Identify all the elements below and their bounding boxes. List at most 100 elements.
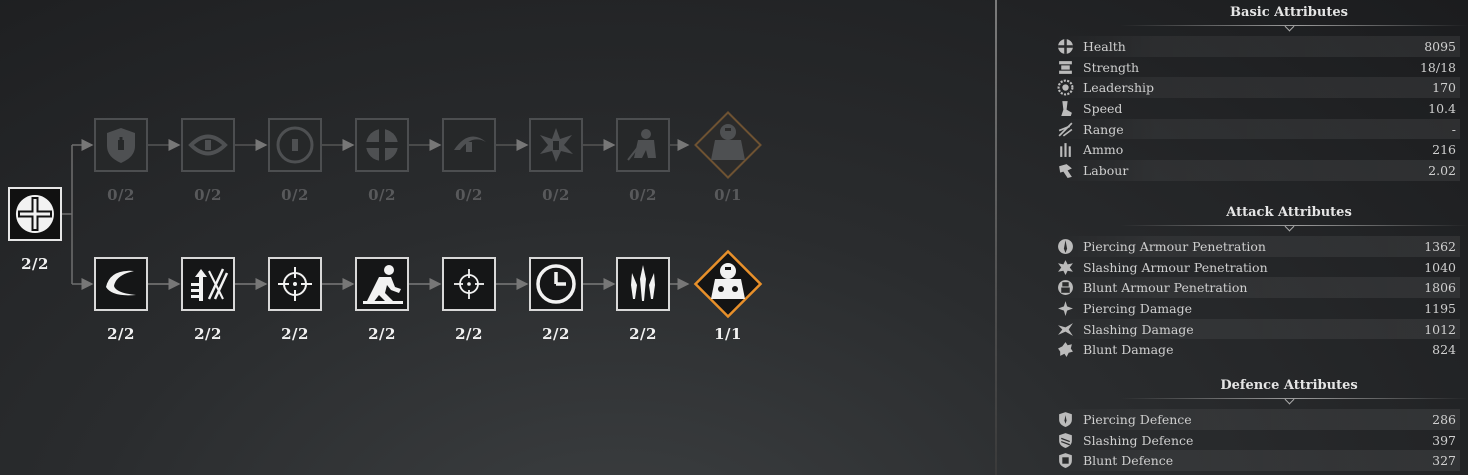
piercing-damage-icon: [1057, 300, 1074, 317]
panel-divider: [995, 0, 997, 475]
attr-label: Slashing Armour Penetration: [1083, 259, 1268, 275]
header-rule: [1120, 25, 1468, 26]
skill-node-top-6[interactable]: [529, 118, 583, 172]
attr-value: 216: [1432, 142, 1456, 158]
labour-icon: [1057, 162, 1074, 179]
attr-value: 10.4: [1428, 101, 1456, 117]
attr-row-range: Range -: [1055, 118, 1460, 140]
attr-row-labour: Labour 2.02: [1055, 160, 1460, 181]
blunt-penetration-icon: [1057, 279, 1074, 296]
defence-attributes-title: Defence Attributes: [1220, 378, 1358, 393]
skill-count-bottom-5: 2/2: [455, 325, 483, 343]
attr-label: Blunt Defence: [1083, 453, 1174, 469]
header-rule: [1120, 225, 1468, 226]
header-chevron: [1284, 394, 1295, 405]
attr-value: 2.02: [1428, 163, 1456, 179]
knight-ultimate-icon: [693, 249, 763, 319]
skill-node-top-3[interactable]: [268, 118, 322, 172]
attr-value: 8095: [1424, 39, 1456, 54]
basic-attributes-header: Basic Attributes: [1110, 2, 1468, 32]
swoosh-bottle-icon: [454, 136, 486, 152]
attr-row-slashing-damage: Slashing Damage 1012: [1055, 318, 1460, 340]
attr-value: 397: [1432, 432, 1456, 448]
skill-node-bottom-2[interactable]: [181, 257, 235, 311]
attr-label: Piercing Armour Penetration: [1083, 239, 1266, 254]
attr-label: Piercing Defence: [1083, 412, 1192, 427]
crosshair-icon: [278, 267, 312, 301]
attr-label: Ammo: [1083, 142, 1124, 158]
attr-label: Slashing Damage: [1083, 321, 1194, 337]
attr-row-piercing-penetration: Piercing Armour Penetration 1362: [1055, 236, 1460, 257]
attr-label: Slashing Defence: [1083, 432, 1194, 448]
skill-count-top-6: 0/2: [542, 186, 570, 204]
attr-row-blunt-damage: Blunt Damage 824: [1055, 339, 1460, 360]
skill-count-top-5: 0/2: [455, 186, 483, 204]
clock-bottle-icon: [276, 126, 314, 164]
skill-node-top-5[interactable]: [442, 118, 496, 172]
slashing-defence-icon: [1057, 432, 1074, 449]
skill-node-bottom-7[interactable]: [616, 257, 670, 311]
burst-bottle-icon: [540, 128, 573, 162]
attr-label: Strength: [1083, 59, 1140, 75]
skill-node-top-7[interactable]: [616, 118, 670, 172]
attr-row-strength: Strength 18/18: [1055, 57, 1460, 78]
skill-node-bottom-6[interactable]: [529, 257, 583, 311]
attack-attributes-title: Attack Attributes: [1226, 205, 1352, 220]
ammo-icon: [1057, 141, 1074, 158]
health-icon: [1057, 38, 1074, 55]
attr-row-slashing-defence: Slashing Defence 397: [1055, 430, 1460, 451]
blunt-damage-icon: [1057, 341, 1074, 358]
attr-value: 1040: [1424, 259, 1456, 275]
attr-row-piercing-defence: Piercing Defence 286: [1055, 409, 1460, 430]
attr-label: Piercing Damage: [1083, 301, 1192, 317]
attr-row-speed: Speed 10.4: [1055, 98, 1460, 119]
attr-value: 170: [1432, 80, 1456, 96]
skill-count-top-ultimate: 0/1: [714, 186, 742, 204]
skill-count-top-1: 0/2: [107, 186, 135, 204]
skill-node-top-2[interactable]: [181, 118, 235, 172]
piercing-defence-icon: [1057, 411, 1074, 428]
attr-label: Labour: [1083, 163, 1129, 179]
root-skill-count: 2/2: [21, 255, 49, 273]
attr-label: Range: [1083, 121, 1124, 137]
skill-node-bottom-3[interactable]: [268, 257, 322, 311]
slashing-damage-icon: [1057, 321, 1074, 338]
skill-count-bottom-3: 2/2: [281, 325, 309, 343]
ultimate-node-bottom[interactable]: [691, 247, 765, 321]
attr-row-leadership: Leadership 170: [1055, 77, 1460, 99]
header-chevron: [1284, 221, 1295, 232]
sprint-runner-icon: [363, 265, 403, 304]
skill-node-top-4[interactable]: [355, 118, 409, 172]
attr-row-health: Health 8095: [1055, 36, 1460, 57]
attack-attributes-list: Piercing Armour Penetration 1362 Slashin…: [1055, 236, 1460, 360]
attr-label: Blunt Damage: [1083, 342, 1174, 358]
range-icon: [1057, 121, 1074, 138]
skill-count-top-2: 0/2: [194, 186, 222, 204]
skill-count-top-3: 0/2: [281, 186, 309, 204]
skill-count-bottom-4: 2/2: [368, 325, 396, 343]
skill-node-bottom-5[interactable]: [442, 257, 496, 311]
attr-value: 824: [1432, 342, 1456, 358]
attr-value: 327: [1432, 453, 1456, 469]
skill-node-bottom-4[interactable]: [355, 257, 409, 311]
skill-node-bottom-1[interactable]: [94, 257, 148, 311]
skill-count-bottom-7: 2/2: [629, 325, 657, 343]
defence-attributes-header: Defence Attributes: [1110, 375, 1468, 405]
root-skill-node[interactable]: [8, 187, 62, 241]
skill-count-bottom-6: 2/2: [542, 325, 570, 343]
attr-row-ammo: Ammo 216: [1055, 139, 1460, 160]
clock-icon: [536, 264, 576, 304]
attr-label: Blunt Armour Penetration: [1083, 280, 1248, 296]
health-cross-icon: [15, 195, 54, 233]
basic-attributes-list: Health 8095 Strength 18/18 Leadership 17…: [1055, 36, 1460, 181]
eye-bottle-icon: [188, 134, 228, 156]
strength-icon: [1057, 59, 1074, 76]
skill-count-bottom-2: 2/2: [194, 325, 222, 343]
attr-row-blunt-defence: Blunt Defence 327: [1055, 450, 1460, 472]
arrows-up-icon: [191, 268, 229, 301]
speed-icon: [1057, 100, 1074, 117]
skill-node-top-1[interactable]: [94, 118, 148, 172]
attr-value: 1362: [1424, 239, 1456, 254]
basic-attributes-title: Basic Attributes: [1230, 5, 1348, 20]
ultimate-node-top[interactable]: [691, 108, 765, 182]
